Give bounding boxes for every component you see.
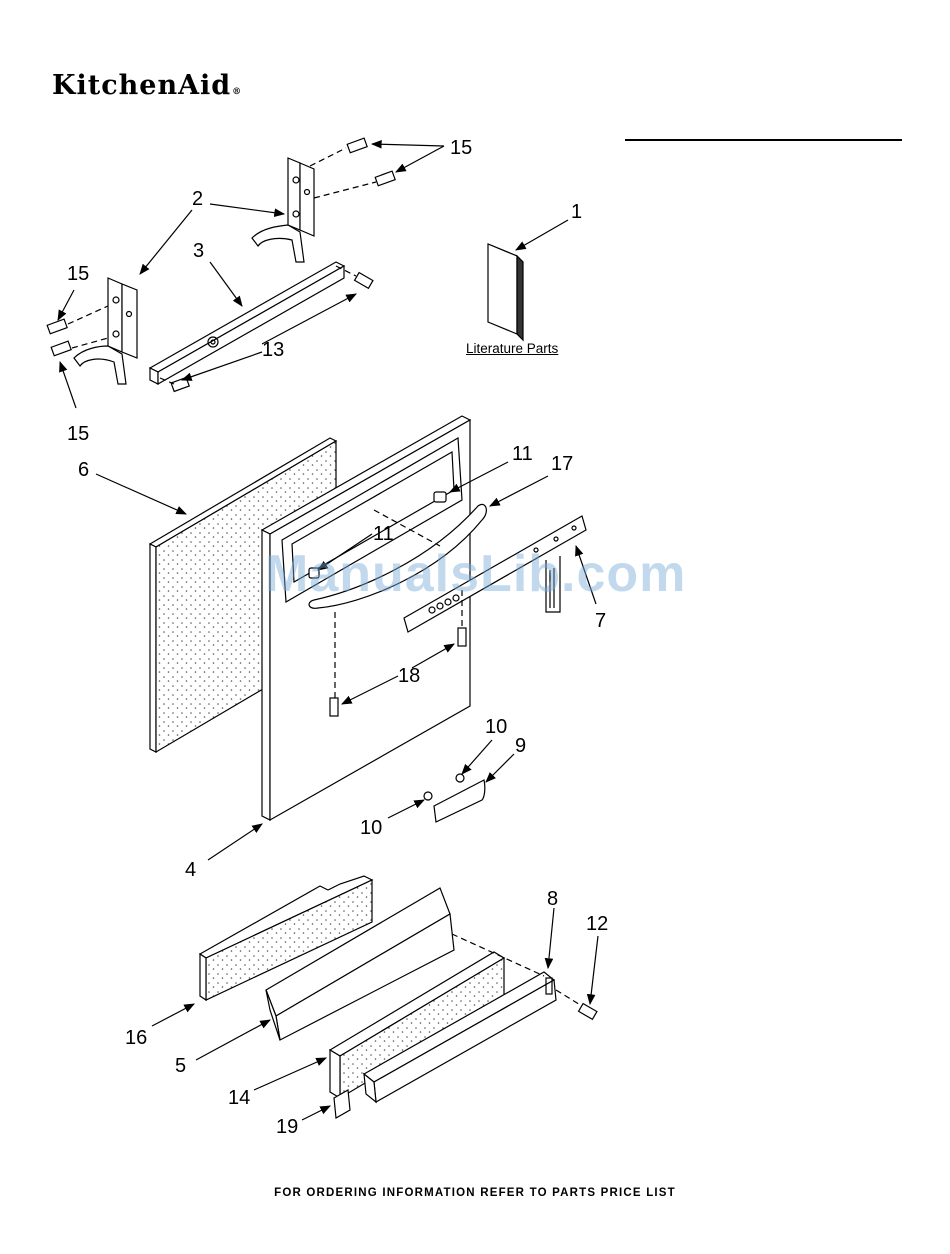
mounting-bracket-left xyxy=(74,278,137,384)
callout-11-right: 11 xyxy=(512,443,533,465)
callout-13: 13 xyxy=(262,339,284,361)
watermark: ManualsLib.com xyxy=(265,544,686,604)
callout-10-top: 10 xyxy=(485,716,507,738)
callout-16: 16 xyxy=(125,1027,147,1049)
callout-14: 14 xyxy=(228,1087,250,1109)
callout-6: 6 xyxy=(78,459,89,481)
callout-8: 8 xyxy=(547,888,558,910)
callout-2: 2 xyxy=(192,188,203,210)
footer-note: FOR ORDERING INFORMATION REFER TO PARTS … xyxy=(0,1187,950,1199)
callout-1: 1 xyxy=(571,201,582,223)
callout-19: 19 xyxy=(276,1116,298,1138)
literature-book xyxy=(488,244,523,340)
callout-10-bottom: 10 xyxy=(360,817,382,839)
callout-12: 12 xyxy=(586,913,608,935)
callout-15-bottom: 15 xyxy=(67,423,89,445)
callout-18: 18 xyxy=(398,665,420,687)
callout-15-left: 15 xyxy=(67,263,89,285)
callout-7: 7 xyxy=(595,610,606,632)
callout-3: 3 xyxy=(193,240,204,262)
callout-15-top: 15 xyxy=(450,137,472,159)
callout-11-left: 11 xyxy=(373,523,394,545)
mounting-bracket-right xyxy=(252,158,314,262)
callout-9: 9 xyxy=(515,735,526,757)
callout-5: 5 xyxy=(175,1055,186,1077)
support-rail xyxy=(150,262,344,384)
literature-parts-label: Literature Parts xyxy=(466,341,558,356)
callout-4: 4 xyxy=(185,859,196,881)
callout-17: 17 xyxy=(551,453,573,475)
